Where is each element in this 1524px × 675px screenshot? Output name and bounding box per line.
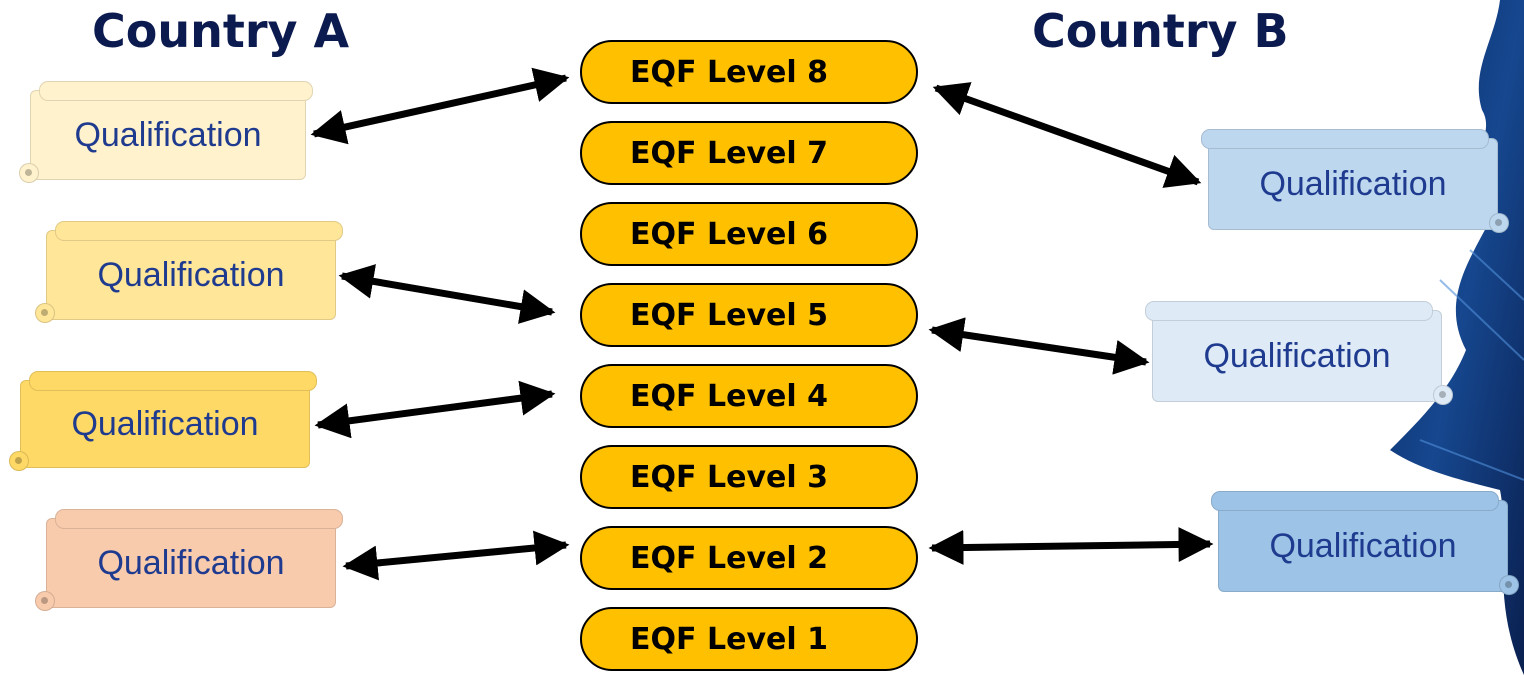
country-a-qualification-scroll: Qualification [19,81,313,183]
country-a-qualification-scroll: Qualification [9,371,317,471]
eqf-level-label: EQF Level 5 [630,297,828,333]
qualification-label: Qualification [1269,526,1457,565]
eqf-level-label: EQF Level 4 [630,378,828,414]
scroll-curl-icon [35,591,55,611]
scroll-curl-icon [19,163,39,183]
qualification-label: Qualification [97,255,285,294]
country-b-qualification-scroll: Qualification [1145,301,1453,405]
eqf-level-label: EQF Level 6 [630,216,828,252]
scroll-curl [39,81,313,101]
eqf-level-label: EQF Level 8 [630,54,828,90]
scroll-curl-icon [1433,385,1453,405]
country-a-heading: Country A [92,4,350,58]
country-a-qualification-scroll: Qualification [35,221,343,323]
scroll-curl [55,509,343,529]
eqf-level-label: EQF Level 3 [630,459,828,495]
qualification-label: Qualification [74,115,262,154]
country-a-qualification-scroll: Qualification [35,509,343,611]
eqf-level-label: EQF Level 7 [630,135,828,171]
eqf-level-label: EQF Level 1 [630,621,828,657]
eqf-level-label: EQF Level 2 [630,540,828,576]
qualification-label: Qualification [1259,164,1447,203]
scroll-curl-icon [1489,213,1509,233]
eqf-level-1-pill: EQF Level 1 [580,607,918,671]
scroll-curl [1201,129,1489,149]
scroll-curl [55,221,343,241]
scroll-curl [1211,491,1499,511]
qualification-label: Qualification [97,543,285,582]
qualification-label: Qualification [71,404,259,443]
country-b-qualification-scroll: Qualification [1201,129,1509,233]
scroll-curl-icon [9,451,29,471]
eqf-level-5-pill: EQF Level 5 [580,283,918,347]
scroll-curl [1145,301,1433,321]
eqf-level-4-pill: EQF Level 4 [580,364,918,428]
country-b-qualification-scroll: Qualification [1211,491,1519,595]
qualification-label: Qualification [1203,336,1391,375]
scroll-curl [29,371,317,391]
eqf-level-6-pill: EQF Level 6 [580,202,918,266]
eqf-level-8-pill: EQF Level 8 [580,40,918,104]
country-b-heading: Country B [1032,4,1289,58]
eqf-level-3-pill: EQF Level 3 [580,445,918,509]
scroll-curl-icon [35,303,55,323]
scroll-curl-icon [1499,575,1519,595]
eqf-level-7-pill: EQF Level 7 [580,121,918,185]
eqf-level-2-pill: EQF Level 2 [580,526,918,590]
